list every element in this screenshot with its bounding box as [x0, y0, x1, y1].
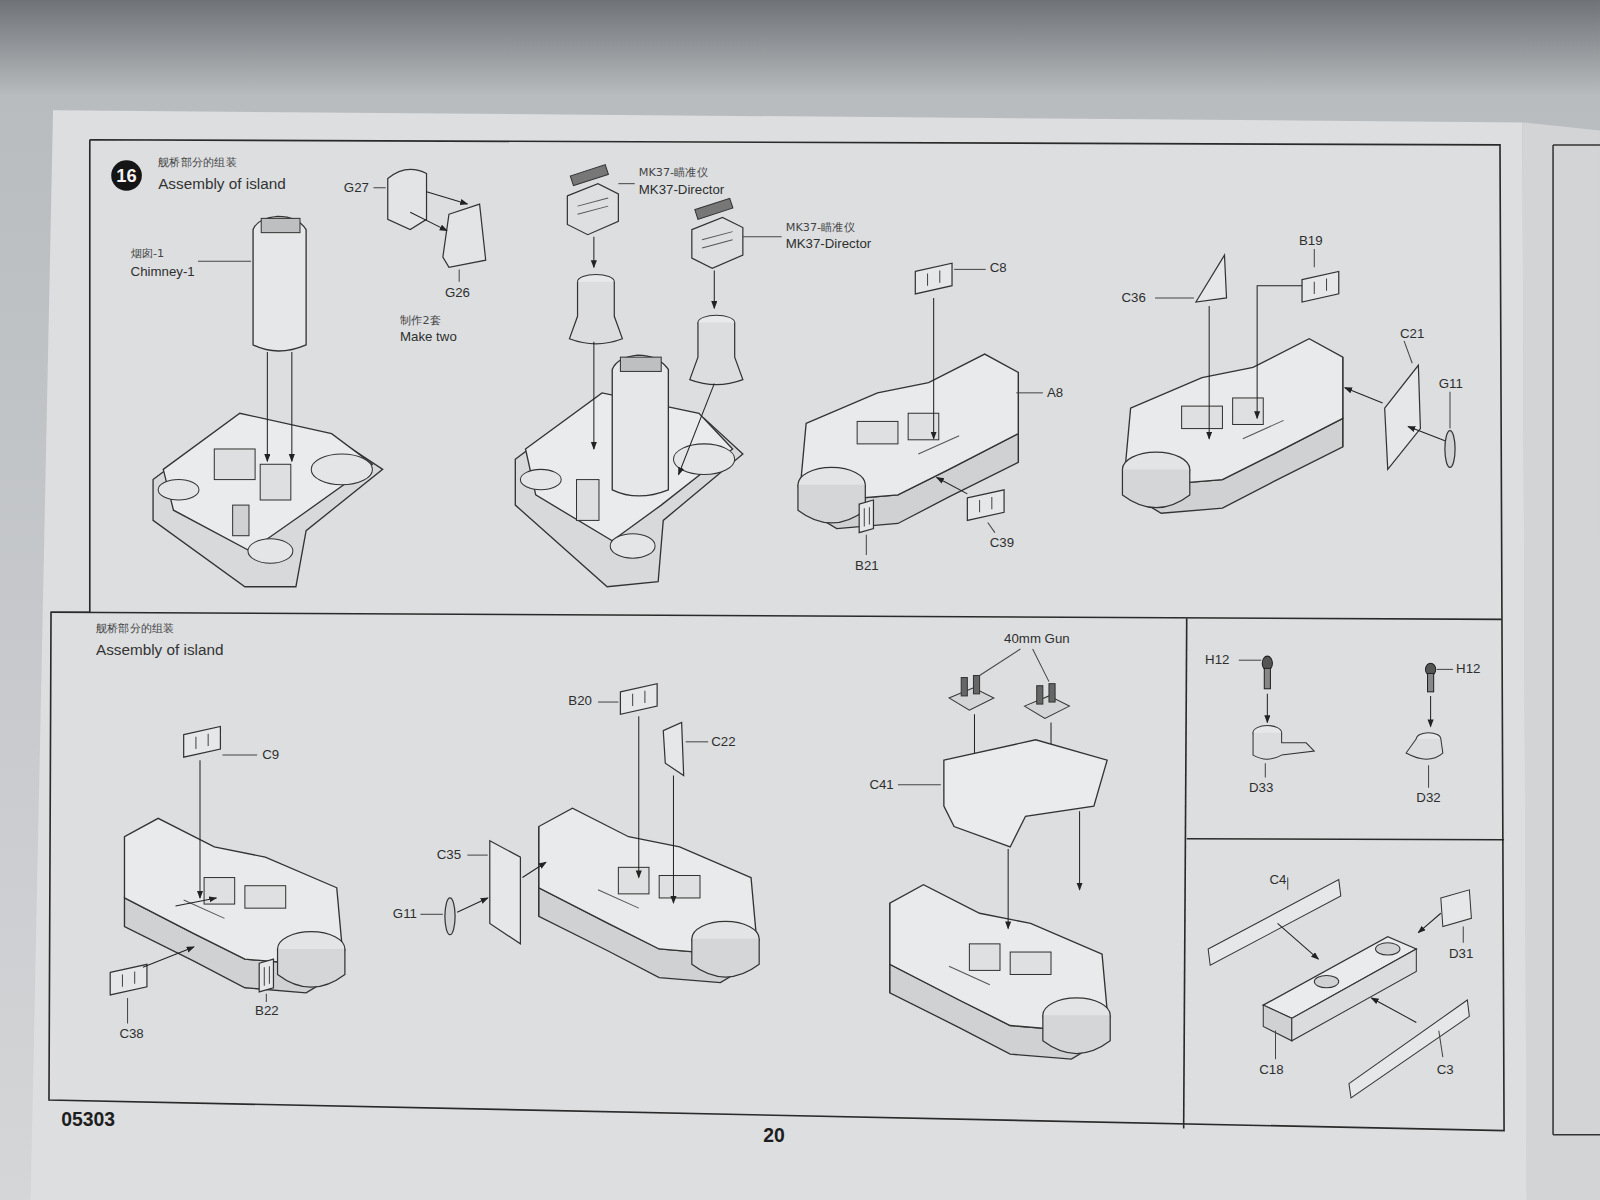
heading-text: 制作2套: [400, 315, 441, 328]
part-label: B19: [1299, 234, 1323, 249]
part-label: C3: [1437, 1063, 1454, 1078]
part-label: C8: [990, 261, 1007, 276]
part-label: A8: [1047, 386, 1063, 401]
part-label: D32: [1416, 791, 1440, 806]
part-label: MK37-Director: [639, 183, 725, 198]
part-label: C18: [1259, 1063, 1283, 1078]
heading-text: 舰桥部分的组装: [158, 157, 237, 170]
page-number: 20: [763, 1124, 785, 1146]
part-label: C36: [1121, 291, 1145, 306]
c21-part: [1385, 365, 1421, 469]
part-label: G11: [1439, 377, 1463, 392]
part-label: C4: [1269, 872, 1286, 887]
part-label: H12: [1456, 662, 1480, 677]
part-label: D33: [1249, 781, 1273, 796]
paper: [31, 110, 1527, 1200]
part-label: C9: [262, 748, 279, 763]
panel-frames: [49, 140, 1504, 1131]
heading-text: Assembly of island: [96, 641, 224, 659]
c18-parts: [1208, 878, 1471, 1098]
part-label: D31: [1449, 947, 1473, 962]
part-label: C21: [1400, 327, 1424, 342]
g11-part: [1445, 431, 1455, 468]
c36-part: [1196, 255, 1227, 302]
part-label: G11: [393, 907, 417, 922]
step-number-circle: 16: [111, 160, 142, 191]
c22-part: [663, 722, 683, 775]
part-label: B20: [568, 694, 592, 709]
heading-text: Assembly of island: [158, 174, 286, 192]
chimney-part: [253, 216, 306, 351]
c41-part: [944, 740, 1107, 847]
next-page: [1522, 122, 1600, 1200]
heading-text: MK37-瞄准仪: [786, 221, 855, 234]
part-label: Make two: [400, 330, 457, 345]
part-label: 40mm Gun: [1004, 632, 1070, 647]
part-label: B21: [855, 559, 879, 574]
part-label: C39: [990, 536, 1014, 551]
page-number: 05303: [61, 1108, 115, 1130]
h12-parts: [1239, 656, 1453, 788]
step-number: 16: [116, 165, 136, 186]
heading-text: MK37-瞄准仪: [639, 166, 708, 179]
part-label: C35: [437, 848, 461, 863]
part-label: G27: [344, 181, 369, 196]
part-label: C38: [119, 1027, 143, 1042]
part-label: C22: [711, 735, 735, 750]
g27-g26-parts: [388, 169, 486, 267]
part-label: Chimney-1: [131, 264, 195, 279]
heading-text: 舰桥部分的组装: [96, 622, 175, 635]
part-label: C41: [869, 778, 893, 793]
part-label: H12: [1205, 653, 1229, 668]
part-label: B22: [255, 1004, 279, 1019]
part-label: G26: [445, 286, 470, 301]
island-assembly-2: [515, 355, 743, 587]
heading-text: 烟囱-1: [131, 248, 165, 261]
part-label: MK37-Director: [786, 237, 872, 252]
g11-part: [445, 898, 455, 935]
c35-part: [490, 841, 521, 944]
